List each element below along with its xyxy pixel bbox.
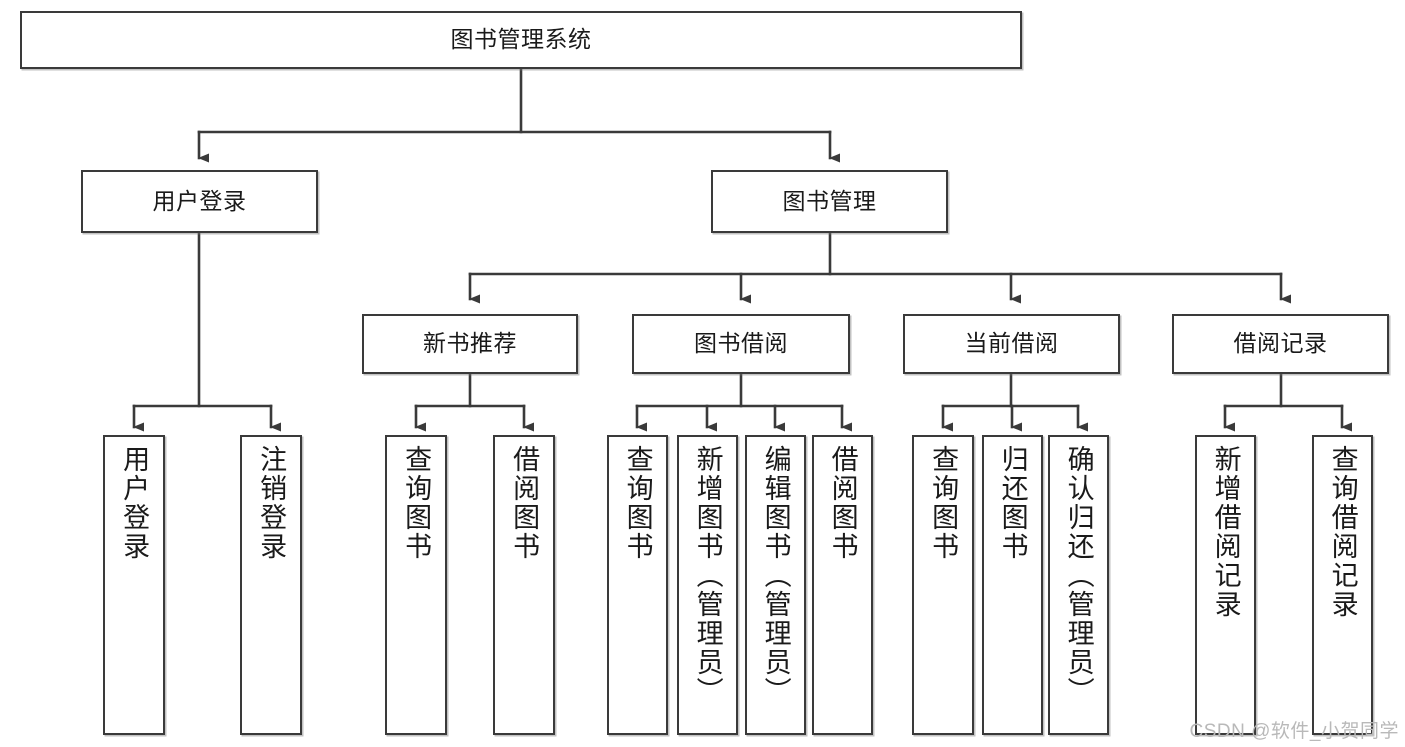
leaf-user-login-signin[interactable]: 用户登录 xyxy=(103,435,165,735)
leaf-label: 查询图书 xyxy=(928,445,959,561)
leaf-label: 借阅图书 xyxy=(827,445,858,561)
node-borrow-record[interactable]: 借阅记录 xyxy=(1172,314,1389,374)
leaf-label: 用户登录 xyxy=(119,445,150,561)
leaf-label: 查询借阅记录 xyxy=(1327,445,1358,619)
leaf-current-borrow-query[interactable]: 查询图书 xyxy=(912,435,974,735)
leaf-book-borrow-add[interactable]: 新增图书（管理员） xyxy=(677,435,738,735)
node-current-borrow-label: 当前借阅 xyxy=(964,330,1059,357)
leaf-label: 新增借阅记录 xyxy=(1210,445,1241,619)
leaf-new-book-query[interactable]: 查询图书 xyxy=(385,435,447,735)
node-user-login-label: 用户登录 xyxy=(152,187,247,214)
leaf-borrow-record-query[interactable]: 查询借阅记录 xyxy=(1312,435,1373,735)
node-book-borrow-label: 图书借阅 xyxy=(694,330,788,357)
leaf-new-book-borrow[interactable]: 借阅图书 xyxy=(493,435,555,735)
leaf-book-borrow-edit[interactable]: 编辑图书（管理员） xyxy=(745,435,806,735)
leaf-label: 新增图书（管理员） xyxy=(692,445,723,706)
leaf-current-borrow-return[interactable]: 归还图书 xyxy=(982,435,1043,735)
node-user-login[interactable]: 用户登录 xyxy=(81,170,318,233)
leaf-book-borrow-lend[interactable]: 借阅图书 xyxy=(812,435,873,735)
node-borrow-record-label: 借阅记录 xyxy=(1233,330,1328,357)
leaf-label: 查询图书 xyxy=(622,445,653,561)
leaf-label: 注销登录 xyxy=(256,445,287,561)
node-new-book-recommend-label: 新书推荐 xyxy=(423,330,517,357)
leaf-book-borrow-query[interactable]: 查询图书 xyxy=(607,435,668,735)
node-root-label: 图书管理系统 xyxy=(450,26,592,53)
leaf-label: 借阅图书 xyxy=(509,445,540,561)
node-new-book-recommend[interactable]: 新书推荐 xyxy=(362,314,578,374)
node-root[interactable]: 图书管理系统 xyxy=(20,11,1022,69)
leaf-user-login-signout[interactable]: 注销登录 xyxy=(240,435,302,735)
leaf-label: 编辑图书（管理员） xyxy=(760,445,791,706)
node-book-management[interactable]: 图书管理 xyxy=(711,170,948,233)
leaf-label: 查询图书 xyxy=(401,445,432,561)
node-book-borrow[interactable]: 图书借阅 xyxy=(632,314,850,374)
leaf-borrow-record-add[interactable]: 新增借阅记录 xyxy=(1195,435,1256,735)
node-current-borrow[interactable]: 当前借阅 xyxy=(903,314,1120,374)
node-book-management-label: 图书管理 xyxy=(782,187,877,214)
leaf-current-borrow-confirm[interactable]: 确认归还（管理员） xyxy=(1048,435,1109,735)
leaf-label: 确认归还（管理员） xyxy=(1063,445,1094,706)
watermark: CSDN @软件_小贺同学 xyxy=(1189,721,1399,742)
leaf-label: 归还图书 xyxy=(997,445,1028,561)
